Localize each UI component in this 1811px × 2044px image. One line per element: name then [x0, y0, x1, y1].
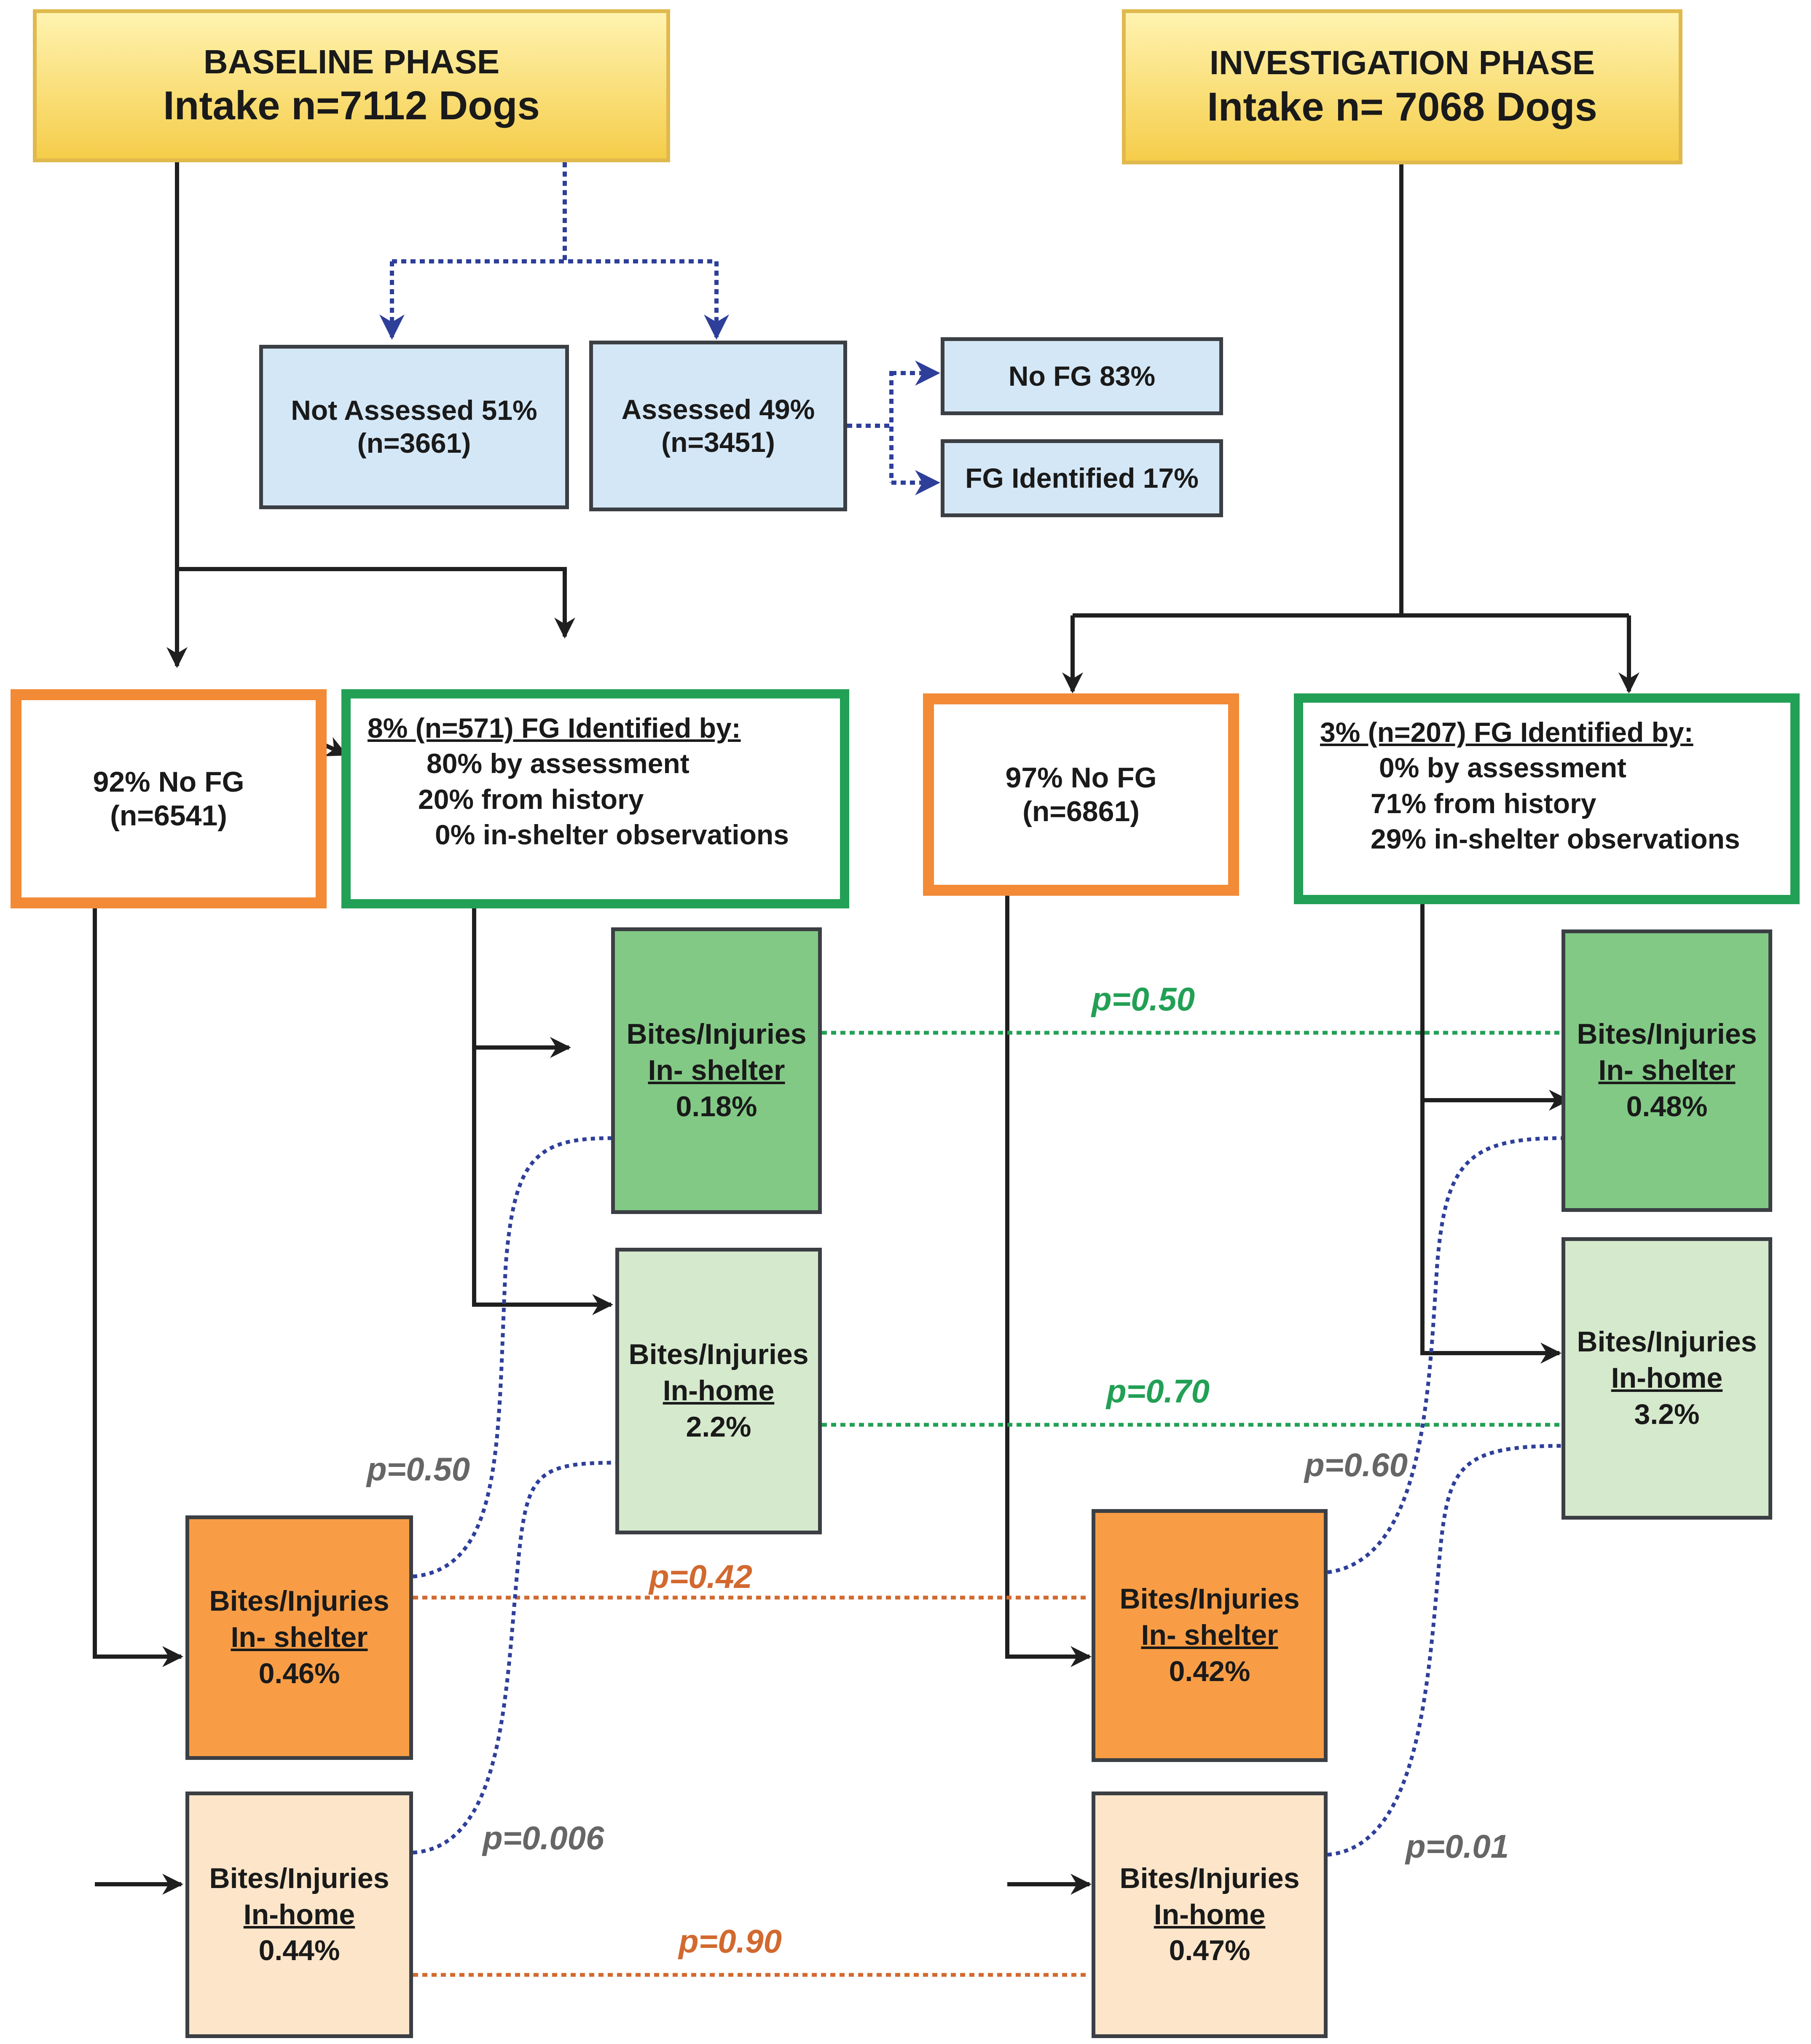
investigation-no-fg-box: 97% No FG (n=6861) — [923, 693, 1239, 896]
outcome-setting: In- shelter — [1141, 1619, 1278, 1652]
p-value-fg-home: p=0.70 — [1106, 1373, 1210, 1410]
outcome-rate: 0.42% — [1169, 1655, 1250, 1687]
nofg-comparison-lines — [413, 1595, 1089, 1977]
outcome-rate: 0.48% — [1626, 1090, 1708, 1123]
outcome-label: Bites/Injuries — [1119, 1583, 1300, 1615]
baseline-fg-from-history: 20% from history — [418, 783, 644, 815]
assessed-label: Assessed 49% — [621, 393, 815, 425]
baseline-fg-by-assessment: 80% by assessment — [427, 748, 690, 779]
no-fg-83-label: No FG 83% — [1008, 360, 1156, 392]
outcome-label: Bites/Injuries — [209, 1862, 389, 1894]
investigation-intake: Intake n= 7068 Dogs — [1207, 84, 1597, 129]
p-value-investigation-home: p=0.01 — [1406, 1828, 1509, 1865]
baseline-fg-in-shelter: 0% in-shelter observations — [435, 819, 789, 851]
investigation-fg-in-shelter: 29% in-shelter observations — [1371, 823, 1740, 855]
baseline-fg-in-shelter-outcome: Bites/Injuries In- shelter 0.18% — [611, 927, 822, 1214]
outcome-setting: In-home — [1154, 1898, 1266, 1931]
baseline-phase-title: BASELINE PHASE — [203, 43, 500, 81]
baseline-no-fg-in-shelter-outcome: Bites/Injuries In- shelter 0.46% — [185, 1515, 413, 1760]
outcome-setting: In- shelter — [231, 1621, 368, 1654]
p-value-baseline-shelter: p=0.50 — [367, 1450, 470, 1488]
baseline-fg-in-home-outcome: Bites/Injuries In-home 2.2% — [615, 1248, 822, 1534]
fg-identified-17-label: FG Identified 17% — [965, 462, 1199, 494]
outcome-label: Bites/Injuries — [628, 1338, 809, 1371]
investigation-fg-in-home-outcome: Bites/Injuries In-home 3.2% — [1561, 1237, 1772, 1520]
p-value-nofg-home: p=0.90 — [679, 1923, 782, 1960]
outcome-setting: In- shelter — [1598, 1054, 1736, 1087]
baseline-fg-box: 8% (n=571) FG Identified by: 80% by asse… — [341, 689, 849, 908]
investigation-phase-header: INVESTIGATION PHASE Intake n= 7068 Dogs — [1122, 9, 1682, 164]
investigation-no-fg-count: (n=6861) — [1022, 795, 1140, 827]
outcome-setting: In- shelter — [648, 1054, 785, 1087]
not-assessed-count: (n=3661) — [357, 427, 471, 459]
outcome-rate: 0.46% — [258, 1657, 340, 1689]
p-value-investigation-shelter: p=0.60 — [1304, 1446, 1408, 1483]
investigation-fg-box: 3% (n=207) FG Identified by: 0% by asses… — [1294, 693, 1800, 904]
outcome-rate: 0.18% — [676, 1090, 757, 1123]
investigation-fg-header: 3% (n=207) FG Identified by: — [1320, 717, 1693, 748]
outcome-rate: 0.47% — [1169, 1934, 1250, 1967]
fg-comparison-lines — [822, 1031, 1561, 1427]
investigation-solid-connectors — [1005, 164, 1639, 1895]
outcome-setting: In-home — [663, 1375, 775, 1407]
investigation-fg-from-history: 71% from history — [1371, 787, 1596, 819]
no-fg-83-box: No FG 83% — [941, 337, 1223, 415]
outcome-label: Bites/Injuries — [1119, 1862, 1300, 1894]
baseline-intake: Intake n=7112 Dogs — [163, 83, 540, 129]
outcome-setting: In-home — [243, 1898, 355, 1931]
p-value-nofg-shelter: p=0.42 — [649, 1558, 753, 1595]
outcome-rate: 2.2% — [686, 1410, 751, 1443]
outcome-setting: In-home — [1611, 1362, 1723, 1394]
not-assessed-label: Not Assessed 51% — [291, 395, 537, 426]
within-phase-comparison-curves — [413, 1136, 1562, 1857]
baseline-phase-header: BASELINE PHASE Intake n=7112 Dogs — [33, 9, 670, 162]
assessment-dotted-connectors — [379, 162, 940, 495]
assessed-box: Assessed 49% (n=3451) — [589, 341, 847, 511]
baseline-no-fg-label: 92% No FG — [93, 765, 244, 798]
baseline-no-fg-in-home-outcome: Bites/Injuries In-home 0.44% — [185, 1792, 413, 2038]
baseline-no-fg-box: 92% No FG (n=6541) — [11, 689, 327, 908]
investigation-no-fg-in-home-outcome: Bites/Injuries In-home 0.47% — [1092, 1792, 1328, 2038]
fg-identified-17-box: FG Identified 17% — [941, 439, 1223, 517]
investigation-fg-in-shelter-outcome: Bites/Injuries In- shelter 0.48% — [1561, 929, 1772, 1212]
baseline-fg-header: 8% (n=571) FG Identified by: — [368, 712, 741, 744]
p-value-baseline-home: p=0.006 — [483, 1819, 604, 1856]
assessed-count: (n=3451) — [661, 426, 775, 458]
investigation-fg-by-assessment: 0% by assessment — [1379, 752, 1627, 784]
outcome-rate: 3.2% — [1634, 1398, 1700, 1430]
outcome-label: Bites/Injuries — [209, 1585, 389, 1617]
outcome-label: Bites/Injuries — [1577, 1326, 1757, 1358]
outcome-label: Bites/Injuries — [626, 1018, 807, 1050]
p-value-fg-shelter: p=0.50 — [1092, 980, 1195, 1018]
investigation-no-fg-in-shelter-outcome: Bites/Injuries In- shelter 0.42% — [1092, 1509, 1328, 1762]
investigation-no-fg-label: 97% No FG — [1005, 761, 1157, 794]
outcome-label: Bites/Injuries — [1577, 1018, 1757, 1050]
not-assessed-box: Not Assessed 51% (n=3661) — [259, 345, 569, 509]
baseline-solid-connectors — [93, 162, 613, 1895]
investigation-phase-title: INVESTIGATION PHASE — [1209, 44, 1595, 82]
baseline-no-fg-count: (n=6541) — [110, 800, 227, 832]
outcome-rate: 0.44% — [258, 1934, 340, 1967]
